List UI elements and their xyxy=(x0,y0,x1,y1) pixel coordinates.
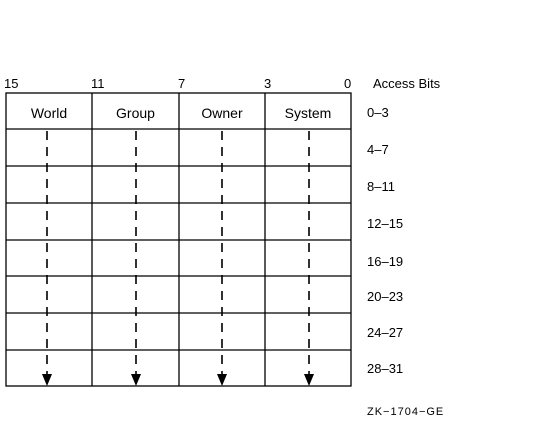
range-label: 28–31 xyxy=(367,361,404,376)
bit-position-3: 3 xyxy=(264,76,272,91)
owner-arrowhead-icon xyxy=(217,374,227,386)
group-arrowhead-icon xyxy=(131,374,141,386)
world-arrowhead-icon xyxy=(42,374,52,386)
system-arrowhead-icon xyxy=(304,374,314,386)
bit-position-11: 11 xyxy=(91,76,105,91)
figure-id: ZK−1704−GE xyxy=(367,406,445,418)
range-label: 4–7 xyxy=(367,142,389,157)
bit-position-15: 15 xyxy=(4,76,19,91)
column-header-system: System xyxy=(284,105,332,121)
column-header-world: World xyxy=(30,105,68,121)
column-header-owner: Owner xyxy=(201,105,243,121)
access-bits-title: Access Bits xyxy=(373,76,441,91)
range-label: 20–23 xyxy=(367,289,404,304)
range-label: 24–27 xyxy=(367,325,404,340)
range-label: 16–19 xyxy=(367,254,404,269)
range-label: 8–11 xyxy=(367,179,395,194)
range-label: 0–3 xyxy=(367,105,389,120)
range-label: 12–15 xyxy=(367,216,404,231)
bit-position-7: 7 xyxy=(178,76,186,91)
bit-position-0: 0 xyxy=(344,76,352,91)
column-header-group: Group xyxy=(116,105,155,121)
